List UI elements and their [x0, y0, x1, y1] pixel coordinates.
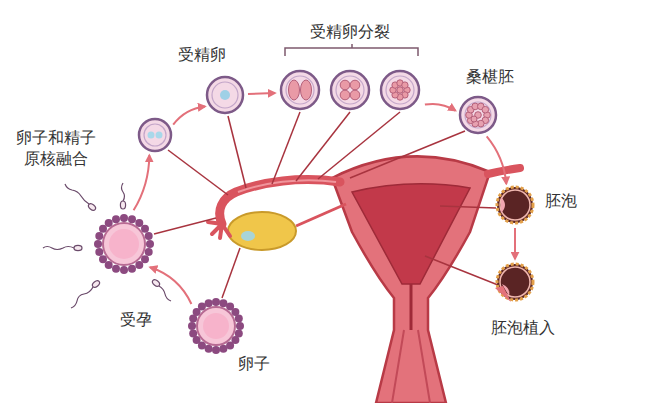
cervical-canal [410, 284, 413, 330]
sperm-tail [122, 183, 125, 201]
vagina-inner [392, 330, 430, 403]
leader-lines [154, 112, 498, 298]
leader-line [222, 248, 240, 298]
blastocyst-cell: 胚泡 [495, 185, 535, 225]
cell-picture [495, 262, 535, 302]
leader-line [350, 131, 465, 178]
leader-line [440, 206, 496, 208]
morula-cell: 桑椹胚 [458, 95, 498, 135]
sperm-tail [43, 247, 74, 250]
cell-picture [278, 68, 422, 112]
cell-picture [205, 75, 245, 115]
cell-picture [92, 212, 156, 276]
stage-label: 胚泡植入 [491, 318, 555, 339]
fertilization-egg: 受孕 [92, 212, 156, 276]
flow-arrow [150, 267, 191, 304]
cleavage-group: 受精卵分裂 [278, 68, 422, 112]
sperm-tail [159, 286, 171, 301]
stage-label: 受精卵 [178, 45, 226, 66]
ovary-tube [208, 180, 346, 250]
flow-arrow [425, 104, 456, 111]
uterus [332, 156, 520, 403]
sperm-tail [71, 287, 93, 308]
sperm-head [120, 201, 125, 209]
cell-picture [137, 117, 173, 153]
uterus-body [332, 156, 490, 403]
sperm [43, 183, 171, 308]
leader-line [425, 256, 498, 285]
fimbriae [208, 222, 230, 238]
leader-line [318, 112, 400, 179]
stage-label: 胚泡 [545, 191, 577, 212]
leader-line [168, 150, 228, 195]
tube-lumen [238, 180, 336, 192]
ovary [228, 212, 296, 250]
implanting-blastocyst: 胚泡植入 [495, 262, 535, 302]
leader-line [272, 112, 300, 184]
leader-line [296, 112, 350, 181]
flow-arrow [134, 155, 150, 210]
leader-line [154, 218, 216, 234]
cell-picture [458, 95, 498, 135]
ovum: 卵子 [186, 296, 246, 356]
follicle [241, 231, 255, 241]
stage-label: 受精卵分裂 [278, 22, 422, 43]
stage-label: 受孕 [120, 310, 152, 331]
stage-label: 桑椹胚 [466, 67, 514, 88]
leader-line [228, 116, 246, 188]
zygote-cell: 受精卵 [205, 75, 245, 115]
fallopian-tube [220, 180, 340, 224]
stage-label: 卵子 [238, 354, 270, 375]
pronuclei-cell: 卵子和精子原核融合 [137, 117, 173, 153]
flow-arrow [248, 93, 275, 94]
flow-arrow [487, 136, 507, 183]
cell-picture [186, 296, 246, 356]
sperm-tail [65, 184, 89, 204]
stage-label: 卵子和精子原核融合 [15, 128, 97, 170]
ovarian-ligament [296, 204, 346, 226]
sperm-head [74, 245, 82, 250]
cell-picture [495, 185, 535, 225]
flow-arrow [514, 228, 516, 259]
bracket [285, 44, 418, 56]
flow-arrow [173, 106, 205, 124]
uterine-cavity [352, 184, 470, 284]
